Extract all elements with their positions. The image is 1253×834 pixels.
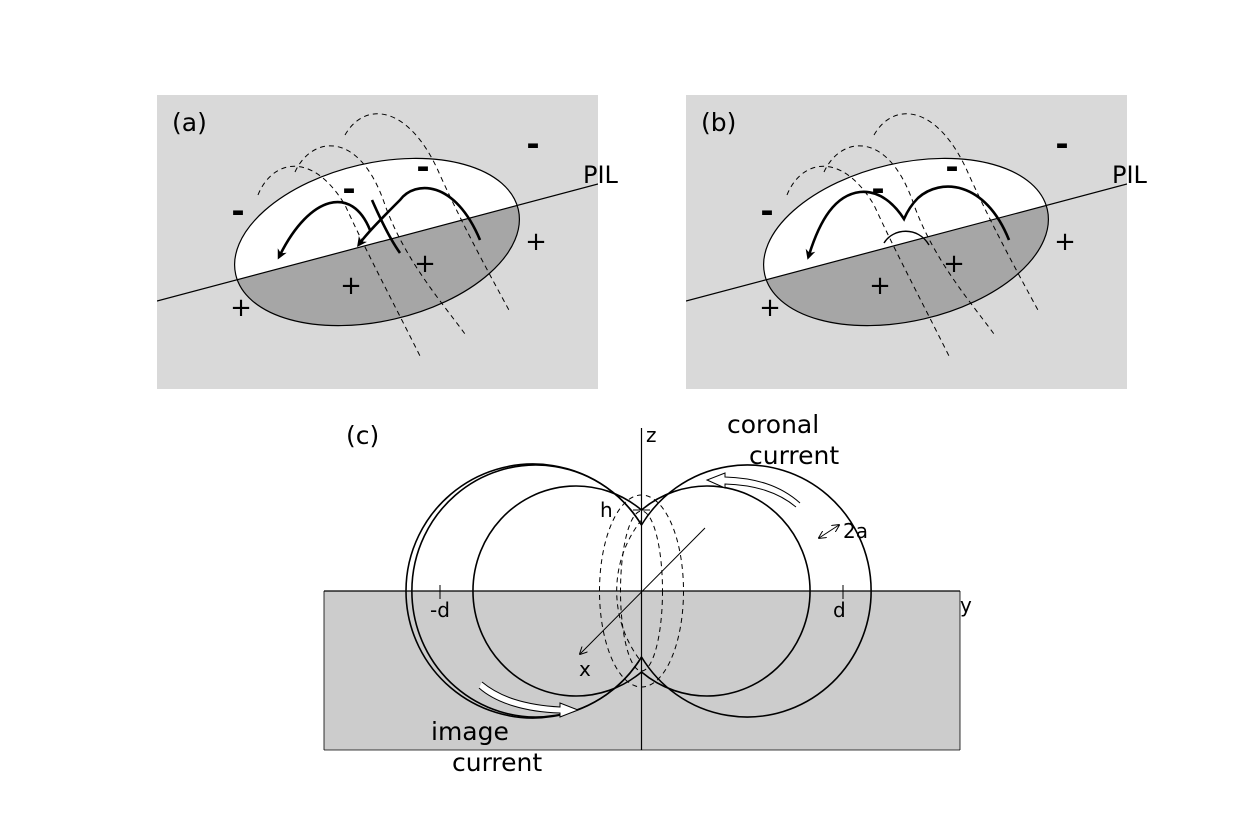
panel-c: (c) z y x h 2a d -d coronal current imag… [323,410,972,777]
coronal-current-label-line2: current [749,441,839,470]
panel-b-pil-label: PIL [1112,161,1148,189]
panel-a-field-line-right [357,186,482,248]
x-axis [580,527,706,654]
neg-d-label: -d [430,598,450,622]
panel-b-plus-sign: + [943,249,965,279]
panel-b-plus-sign: + [759,293,781,323]
image-current-label-line1: image [431,717,509,746]
panel-a-minus-sign: - [416,148,429,186]
panel-b-plus-sign: + [1054,227,1076,257]
panel-a-minus-sign: - [526,125,539,163]
panel-a-minus-sign: - [342,170,355,208]
image-current-label-line2: current [452,748,542,777]
right-ring-inner [640,485,811,697]
panel-b-minus-sign: - [1055,125,1068,163]
panel-c-label: (c) [346,421,379,450]
panel-a-plus-sign: + [340,271,362,301]
image-current-arrow [478,681,580,718]
left-ring-inner [472,485,643,697]
right-ring-outer [640,464,872,718]
panel-b-dashed-loops [786,113,1040,357]
panel-a-field-line-left [277,200,372,260]
z-axis-label: z [646,423,657,447]
panel-b: (b) PIL - - - - + + + + [686,95,1148,389]
h-label: h [600,498,613,522]
panel-a-label: (a) [172,108,207,137]
panel-b-small-loop [883,230,930,246]
panel-b-plus-sign: + [869,271,891,301]
x-axis-label: x [579,657,591,681]
panel-a-plus-sign: + [230,293,252,323]
panel-a-pil-label: PIL [583,161,619,189]
coronal-current-arrow [705,472,801,508]
panel-b-minus-sign: - [871,170,884,208]
panel-b-pil-line [686,183,1127,302]
panel-a-dashed-loops [257,113,511,357]
coronal-current-label-line1: coronal [727,410,819,439]
y-axis-label: y [960,593,972,617]
panel-b-minus-sign: - [760,192,773,230]
panel-b-reconnected-field-line [805,185,1011,260]
radius-2a-label: 2a [843,519,868,543]
panel-a-pil-line [157,183,598,302]
panel-b-label: (b) [701,108,736,137]
panel-a: (a) PIL - - - - + + + + [157,95,619,389]
panel-a-plus-sign: + [414,249,436,279]
panel-a-plus-sign: + [525,227,547,257]
radius-2a-arrow [819,525,839,538]
panel-b-minus-sign: - [945,148,958,186]
d-label: d [833,598,846,622]
panel-a-minus-sign: - [231,192,244,230]
